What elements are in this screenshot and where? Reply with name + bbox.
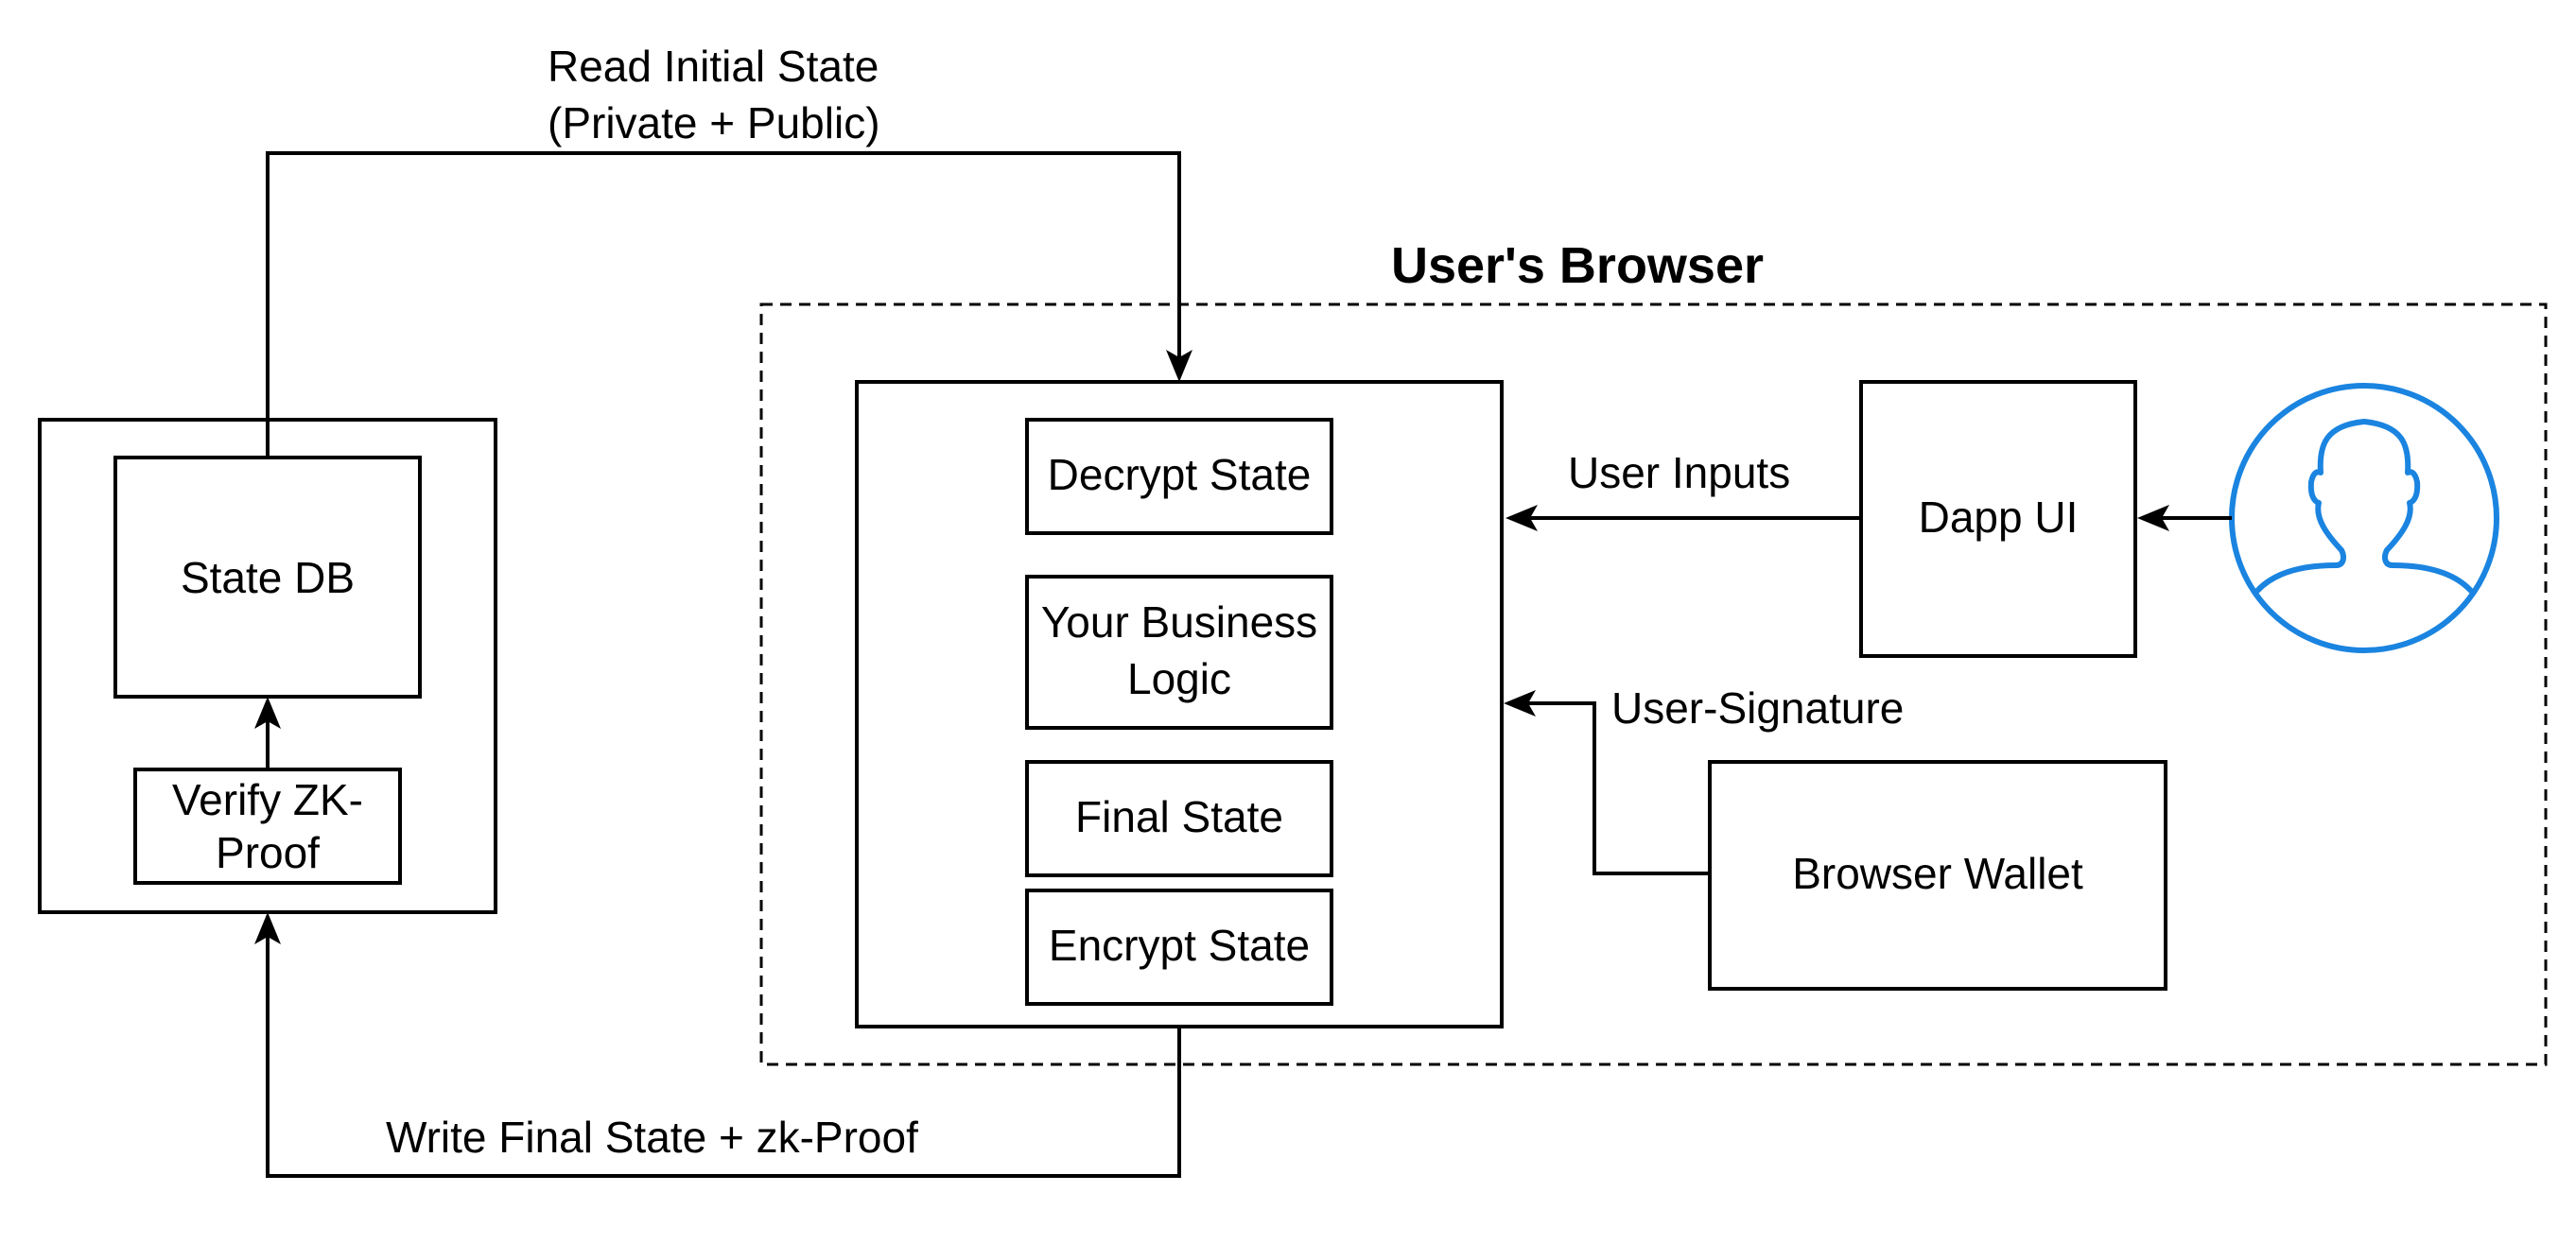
user-inputs-arrowhead: [1506, 505, 1538, 531]
browser-wallet-node: [1708, 760, 2167, 991]
verify-zk-proof-label-line1: Verify ZK-: [172, 775, 363, 824]
final-state-node: [1025, 760, 1333, 877]
verify-to-statedb-arrowhead: [254, 697, 281, 729]
user-inputs-label: User Inputs: [1568, 448, 1790, 497]
write-final-state-arrowhead: [254, 912, 281, 944]
write-final-state-label: Write Final State + zk-Proof: [386, 1113, 918, 1162]
read-initial-state-arrowhead: [1166, 350, 1192, 382]
decrypt-state-label: Decrypt State: [1048, 450, 1312, 499]
user-signature-arrowhead: [1504, 690, 1536, 717]
encrypt-state-label: Encrypt State: [1049, 921, 1310, 970]
write-final-state-edge: [266, 931, 1181, 1178]
read-initial-state-edge: [266, 151, 1181, 458]
browser-group-title: User's Browser: [1391, 237, 1764, 294]
business-logic-label-line1: Your Business: [1041, 597, 1317, 647]
decrypt-state-node: [1025, 418, 1333, 535]
state-db-label: State DB: [181, 553, 355, 602]
encrypt-state-node: [1025, 889, 1333, 1006]
business-logic-label-line2: Logic: [1127, 654, 1231, 703]
read-initial-state-label-line2: (Private + Public): [548, 98, 880, 147]
browser-group-border: [759, 302, 2548, 1066]
browser-wallet-label: Browser Wallet: [1792, 849, 2083, 898]
user-signature-label: User-Signature: [1611, 683, 1904, 733]
user-signature-edge: [1524, 701, 1710, 875]
user-avatar-icon: [2229, 383, 2499, 653]
user-to-dapp-arrowhead: [2137, 505, 2169, 531]
read-initial-state-label-line1: Read Initial State: [548, 42, 879, 91]
final-state-label: Final State: [1075, 792, 1283, 841]
business-logic-node: [1025, 575, 1333, 730]
state-db-node: [113, 456, 422, 699]
verify-zk-proof-label-line2: Proof: [216, 828, 320, 877]
dapp-ui-label: Dapp UI: [1919, 492, 2079, 542]
